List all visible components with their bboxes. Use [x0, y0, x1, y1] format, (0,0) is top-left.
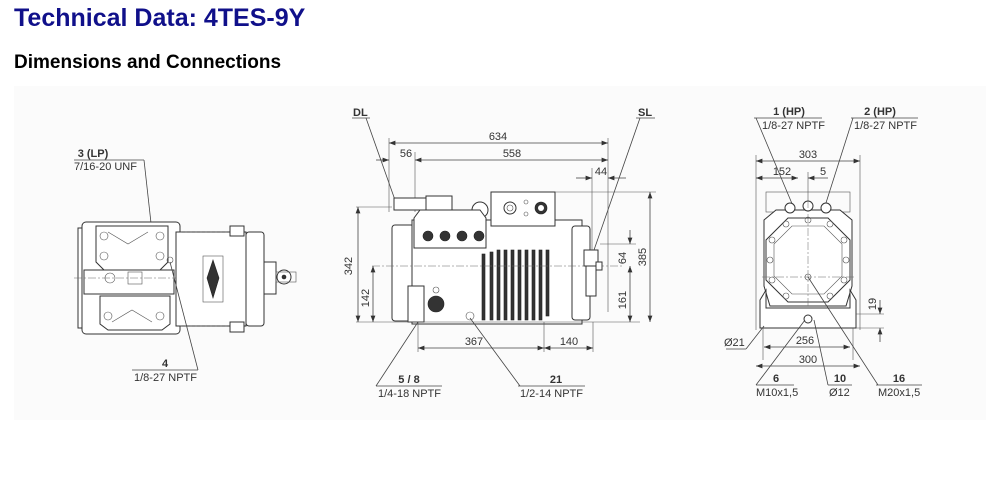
callout-5-8: 5 / 8 1/4-18 NPTF	[375, 321, 442, 400]
callout-16: 16 M20x1,5	[807, 276, 922, 399]
callout-10: 10 Ø12	[813, 319, 852, 399]
top-view: 3 (LP) 7/16-20 UNF	[74, 148, 297, 384]
callout-thread: 1/2-14 NPTF	[520, 388, 583, 400]
dim-142: 142	[360, 289, 372, 307]
callout-21: 21 1/2-14 NPTF	[469, 317, 585, 400]
callout-thread: 1/4-18 NPTF	[378, 388, 441, 400]
page-title: Technical Data: 4TES-9Y	[14, 4, 306, 32]
callout-6: 6 M10x1,5	[755, 319, 806, 399]
dim-64: 64	[617, 252, 629, 264]
dim-303: 303	[799, 149, 817, 161]
dim-140: 140	[560, 336, 578, 348]
callout-id: 16	[893, 373, 905, 385]
callout-thread: Ø12	[829, 387, 850, 399]
callout-1-hp: 1 (HP) 1/8-27 NPTF	[754, 106, 825, 207]
dim-367: 367	[465, 336, 483, 348]
callout-id: 5 / 8	[398, 374, 419, 386]
dim-300: 300	[799, 354, 817, 366]
callout-id: 4	[162, 358, 169, 370]
callout-thread: M10x1,5	[756, 387, 798, 399]
callout-thread: 1/8-27 NPTF	[134, 372, 197, 384]
dim-44: 44	[595, 166, 607, 178]
callout-id: 21	[550, 374, 562, 386]
dim-19: 19	[867, 298, 879, 310]
side-view: DL SL 634 56 558 44	[343, 107, 656, 400]
dim-152: 152	[773, 166, 791, 178]
callout-id: 1 (HP)	[773, 106, 805, 118]
dim-5: 5	[820, 166, 826, 178]
label-suction-line: SL	[638, 107, 652, 119]
callout-3-lp: 3 (LP) 7/16-20 UNF	[74, 148, 153, 233]
dim-161: 161	[617, 291, 629, 309]
label-discharge-line: DL	[353, 107, 368, 119]
dim-hole-diameter: Ø21	[724, 337, 745, 349]
callout-thread: 1/8-27 NPTF	[854, 120, 917, 132]
callout-2-hp: 2 (HP) 1/8-27 NPTF	[824, 106, 918, 207]
dim-56: 56	[400, 148, 412, 160]
callout-thread: 7/16-20 UNF	[74, 161, 137, 173]
callout-id: 3 (LP)	[78, 148, 109, 160]
callout-id: 10	[834, 373, 846, 385]
callout-thread: M20x1,5	[878, 387, 920, 399]
section-title: Dimensions and Connections	[14, 52, 282, 73]
callout-id: 2 (HP)	[864, 106, 896, 118]
dim-634: 634	[489, 131, 507, 143]
dim-342: 342	[343, 257, 355, 275]
dim-385: 385	[637, 248, 649, 266]
callout-4: 4 1/8-27 NPTF	[132, 261, 199, 384]
dim-558: 558	[503, 148, 521, 160]
callout-id: 6	[773, 373, 779, 385]
end-view: 1 (HP) 1/8-27 NPTF 2 (HP) 1/8-27 NPTF 30…	[724, 106, 922, 399]
dim-256: 256	[796, 335, 814, 347]
callout-thread: 1/8-27 NPTF	[762, 120, 825, 132]
